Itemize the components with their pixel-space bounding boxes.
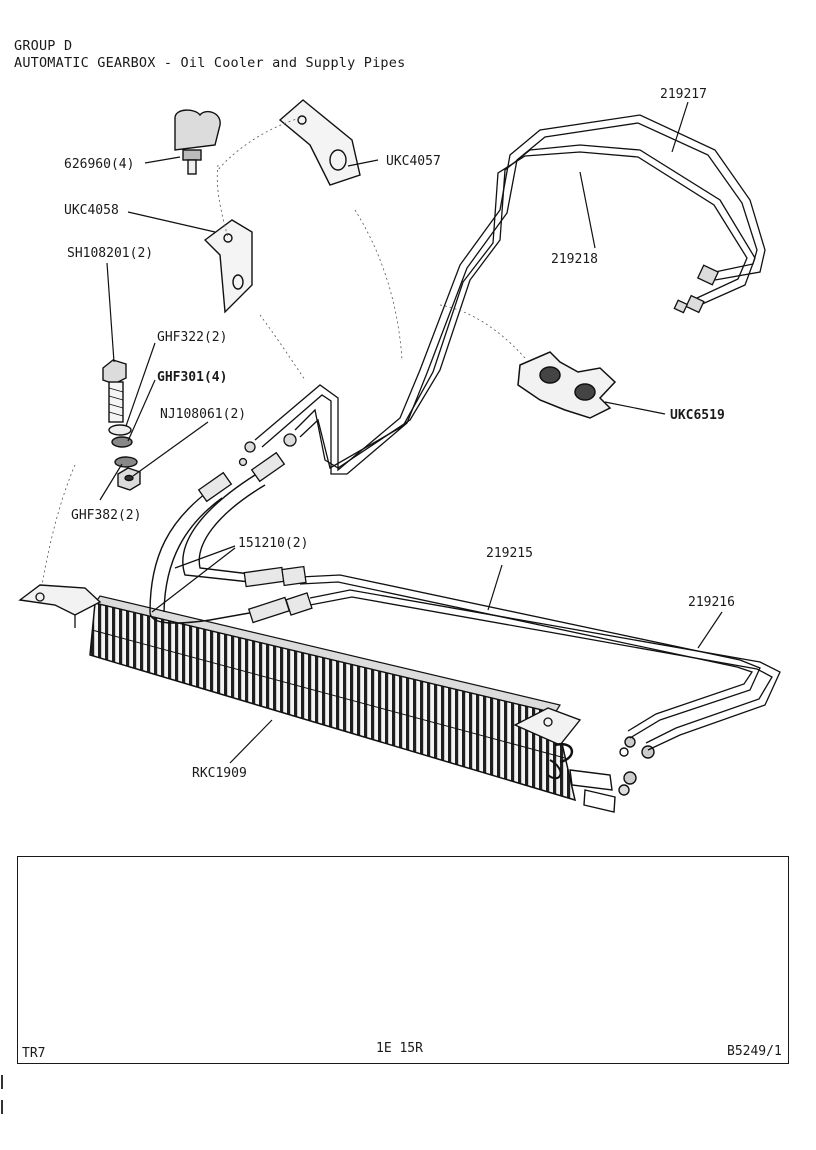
footer-page: 1E 15R <box>376 1041 423 1056</box>
clip-ukc6519 <box>517 351 617 419</box>
bracket-ukc4058 <box>203 219 253 314</box>
pipe-219218 <box>294 144 756 469</box>
label-151210: 151210(2) <box>238 536 308 551</box>
hose-fittings <box>197 451 313 624</box>
label-rkc1909: RKC1909 <box>192 766 247 781</box>
label-ukc4058: UKC4058 <box>64 203 119 218</box>
washer-ghf301 <box>111 436 133 448</box>
label-ghf301: GHF301(4) <box>157 370 227 385</box>
clip-626960 <box>174 109 221 175</box>
scan-mark <box>1 1100 3 1114</box>
group-label: GROUP D <box>14 38 73 54</box>
footer-ref: B5249/1 <box>727 1044 782 1059</box>
pipe-219215 <box>299 574 761 739</box>
label-ghf382: GHF382(2) <box>71 508 141 523</box>
label-626960: 626960(4) <box>64 157 134 172</box>
hose-151210-c <box>149 611 256 624</box>
hose-151210-b <box>182 474 266 583</box>
hose-151210-a <box>149 489 223 613</box>
pipe-end-nuts <box>238 264 720 467</box>
scan-mark <box>1 1075 3 1089</box>
oil-cooler-radiator <box>89 595 577 802</box>
page-title: AUTOMATIC GEARBOX - Oil Cooler and Suppl… <box>14 55 406 71</box>
pipe-219217 <box>254 114 766 475</box>
label-ukc6519: UKC6519 <box>670 408 725 423</box>
washer-ghf322 <box>108 424 132 436</box>
cooler-right-bracket <box>513 707 582 780</box>
label-nj108061: NJ108061(2) <box>160 407 246 422</box>
bracket-ukc4057 <box>278 99 361 186</box>
notes-box <box>17 856 789 1064</box>
label-sh108201: SH108201(2) <box>67 246 153 261</box>
label-ukc4057: UKC4057 <box>386 154 441 169</box>
assembly-guide-lines <box>41 117 526 586</box>
label-219215: 219215 <box>486 546 533 561</box>
leader-lines <box>99 101 723 764</box>
nut-nj108061 <box>117 467 141 491</box>
label-219216: 219216 <box>688 595 735 610</box>
label-219217: 219217 <box>660 87 707 102</box>
cooler-left-bracket <box>18 584 102 628</box>
label-ghf322: GHF322(2) <box>157 330 227 345</box>
washer-ghf382 <box>114 456 138 468</box>
footer-model: TR7 <box>22 1046 46 1061</box>
label-219218: 219218 <box>551 252 598 267</box>
pipe-219216 <box>309 589 781 751</box>
cooler-end-fittings <box>569 736 655 813</box>
bolt-sh108201 <box>102 359 127 423</box>
